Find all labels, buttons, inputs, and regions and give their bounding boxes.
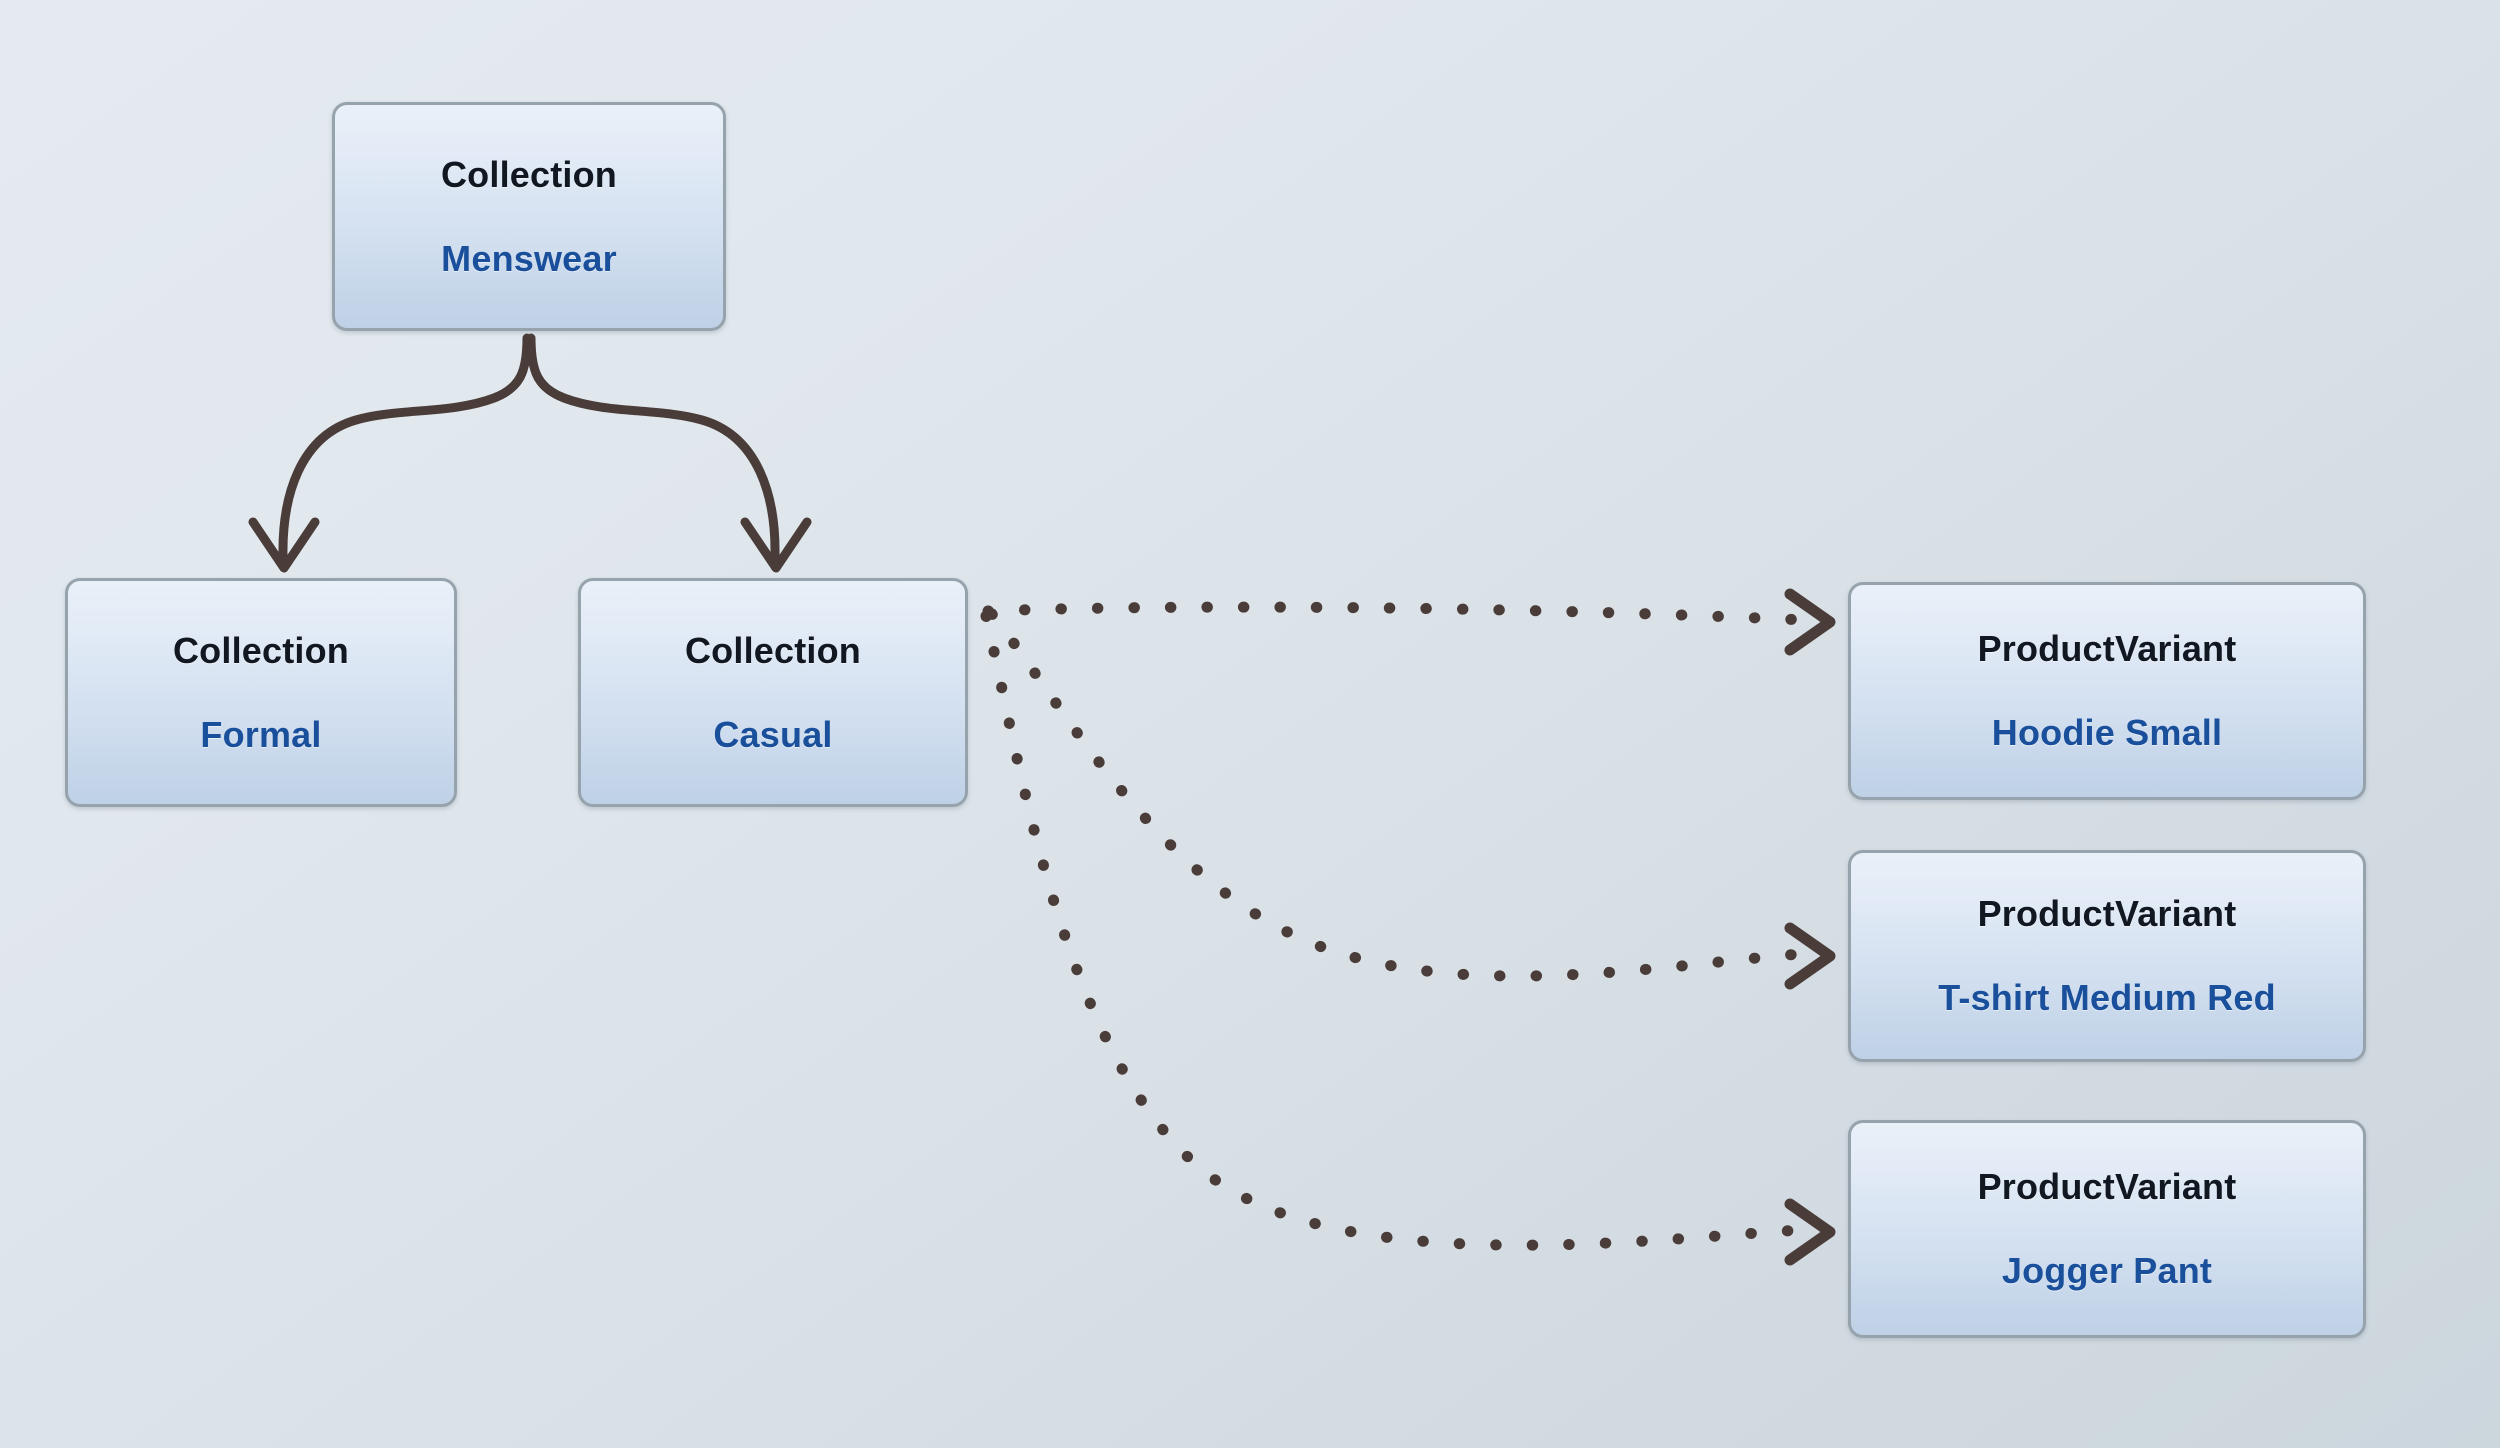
edge-casual-to-jogger-pant bbox=[980, 610, 1836, 1266]
node-value-label: Menswear bbox=[441, 237, 617, 279]
node-collection-casual[interactable]: Collection Casual bbox=[578, 578, 968, 807]
node-value-label: Jogger Pant bbox=[2001, 1250, 2213, 1291]
node-type-label: ProductVariant bbox=[1977, 893, 2237, 935]
node-type-label: ProductVariant bbox=[1977, 628, 2237, 670]
node-value-label: T-shirt Medium Red bbox=[1938, 977, 2276, 1018]
edge-casual-to-hoodie-small bbox=[982, 588, 1836, 656]
edge-menswear-to-casual bbox=[526, 333, 812, 573]
edge-menswear-to-formal bbox=[248, 333, 532, 573]
node-type-label: ProductVariant bbox=[1977, 1166, 2237, 1208]
node-productvariant-hoodie-small[interactable]: ProductVariant Hoodie Small bbox=[1848, 582, 2366, 800]
node-productvariant-tshirt-medium-red[interactable]: ProductVariant T-shirt Medium Red bbox=[1848, 850, 2366, 1062]
node-value-label: Casual bbox=[713, 713, 833, 755]
node-value-label: Hoodie Small bbox=[1991, 712, 2223, 753]
node-productvariant-jogger-pant[interactable]: ProductVariant Jogger Pant bbox=[1848, 1120, 2366, 1338]
node-type-label: Collection bbox=[172, 629, 349, 671]
node-type-label: Collection bbox=[684, 629, 861, 671]
node-collection-formal[interactable]: Collection Formal bbox=[65, 578, 457, 807]
edge-casual-to-tshirt-medium-red bbox=[986, 608, 1836, 990]
node-value-label: Formal bbox=[200, 713, 322, 755]
node-collection-menswear[interactable]: Collection Menswear bbox=[332, 102, 726, 331]
node-type-label: Collection bbox=[440, 153, 617, 195]
